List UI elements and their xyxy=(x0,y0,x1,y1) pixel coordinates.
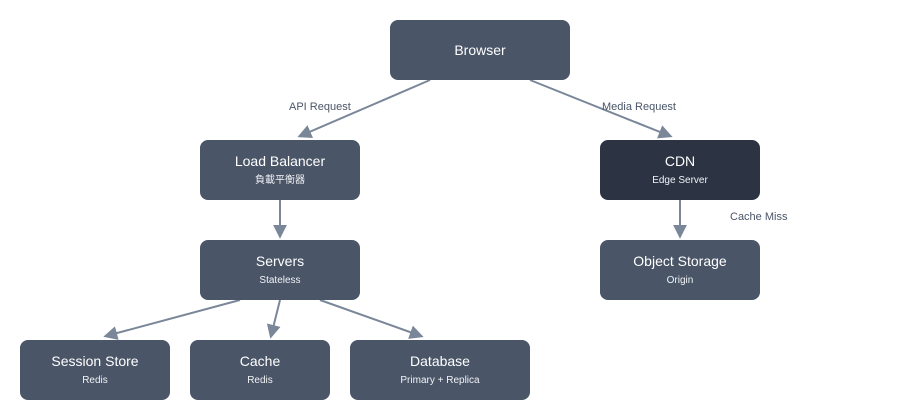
edge-label-media-request: Media Request xyxy=(602,101,676,113)
edge-browser-to-cdn xyxy=(529,79,673,139)
node-servers[interactable]: Servers Stateless xyxy=(200,240,360,300)
node-subtitle: Edge Server xyxy=(652,175,708,186)
node-title: Database xyxy=(410,353,470,369)
node-cdn[interactable]: CDN Edge Server xyxy=(600,140,760,200)
node-load-balancer[interactable]: Load Balancer 負載平衡器 xyxy=(200,140,360,200)
edge-label-api-request: API Request xyxy=(289,101,351,113)
node-subtitle: 負載平衡器 xyxy=(255,175,305,186)
node-title: Cache xyxy=(239,353,281,369)
edge-servers-to-cache xyxy=(266,299,281,339)
node-session-store[interactable]: Session Store Redis xyxy=(20,340,170,400)
node-database[interactable]: Database Primary + Replica xyxy=(350,340,530,400)
node-title: CDN xyxy=(664,153,696,169)
edge-label-cache-miss: Cache Miss xyxy=(730,211,788,223)
node-title: Load Balancer xyxy=(234,153,326,169)
edge-browser-to-load-balancer xyxy=(297,79,431,138)
node-title: Browser xyxy=(454,42,506,58)
node-subtitle: Redis xyxy=(82,375,108,386)
node-browser[interactable]: Browser xyxy=(390,20,570,80)
node-subtitle: Stateless xyxy=(259,275,301,286)
edge-servers-to-session-store xyxy=(103,299,241,340)
node-subtitle: Origin xyxy=(666,275,694,286)
node-title: Servers xyxy=(255,253,305,269)
node-subtitle: Primary + Replica xyxy=(400,375,480,386)
node-object-storage[interactable]: Object Storage Origin xyxy=(600,240,760,300)
edge-servers-to-database xyxy=(319,299,424,339)
node-subtitle: Redis xyxy=(247,375,273,386)
node-title: Object Storage xyxy=(633,253,727,269)
node-title: Session Store xyxy=(51,353,139,369)
node-cache[interactable]: Cache Redis xyxy=(190,340,330,400)
